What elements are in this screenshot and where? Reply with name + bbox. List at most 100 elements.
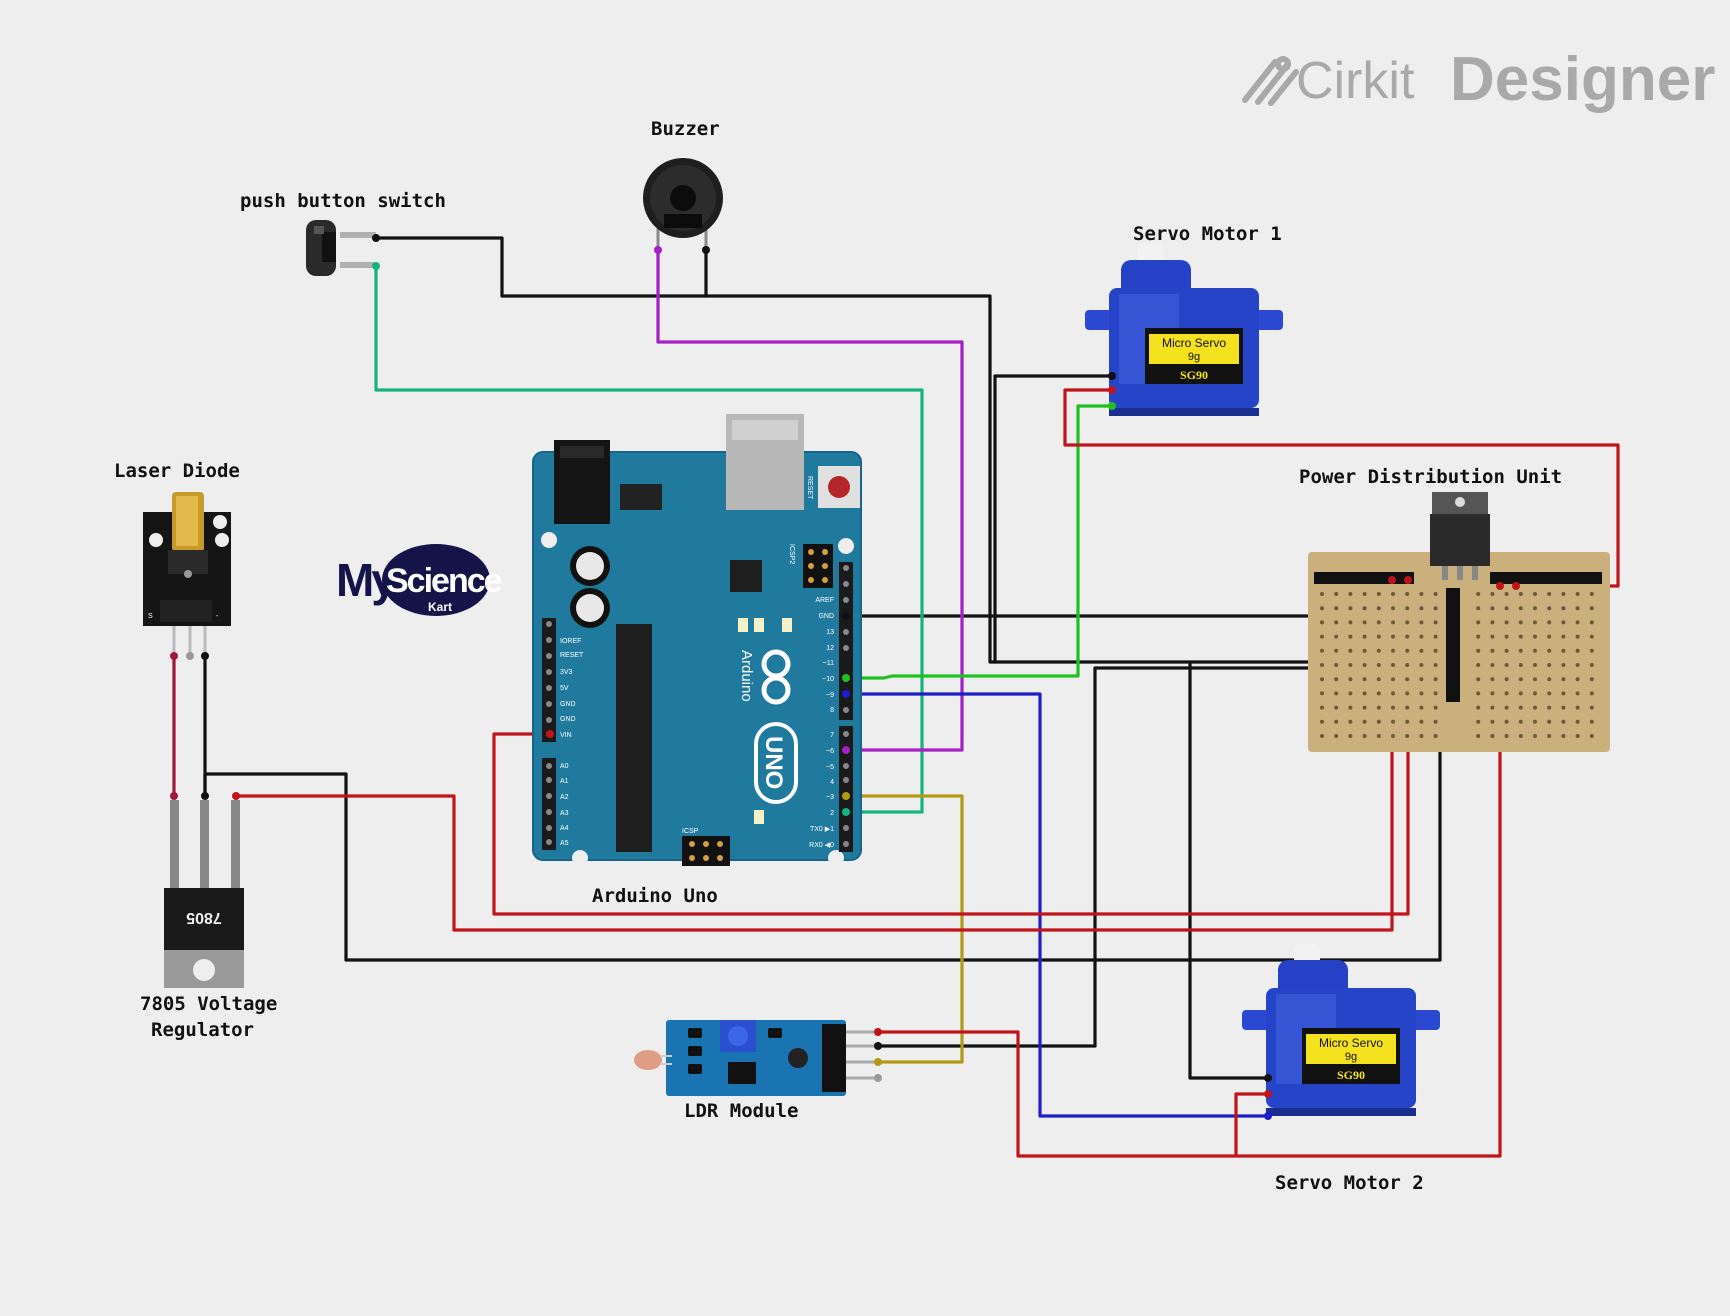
pin-ioref: IOREF <box>560 638 581 645</box>
pdu-hole <box>1348 705 1353 710</box>
pdu-hole <box>1376 634 1381 639</box>
pdu-hole <box>1589 606 1594 611</box>
pdu-hole <box>1405 734 1410 738</box>
servo2-weight: 9g <box>1345 1051 1357 1063</box>
pdu-hole <box>1362 592 1367 596</box>
pdu-hole <box>1561 648 1566 653</box>
pdu-hole <box>1391 663 1395 667</box>
pdu-hole <box>1405 606 1410 611</box>
pdu-hole <box>1533 634 1537 639</box>
pdu-hole <box>1405 677 1410 682</box>
pdu-hole <box>1476 734 1481 738</box>
pdu-hole <box>1334 705 1339 710</box>
pdu-hole <box>1320 719 1324 724</box>
pdu-hole <box>1433 734 1438 738</box>
pdu-hole <box>1547 620 1552 625</box>
wire-red-regulator <box>234 578 1394 932</box>
pdu-hole <box>1376 719 1381 724</box>
servo2-model: SG90 <box>1337 1068 1365 1082</box>
pdu-hole <box>1533 648 1537 653</box>
pdu-hole <box>1589 734 1594 738</box>
pdu-hole <box>1405 620 1410 625</box>
pdu-hole <box>1561 620 1566 625</box>
pdu-hole <box>1547 663 1552 667</box>
pdu-hole <box>1490 705 1495 710</box>
label-servo2: Servo Motor 2 <box>1275 1172 1424 1194</box>
servo1-weight: 9g <box>1188 351 1200 363</box>
pdu-hole <box>1575 705 1580 710</box>
pdu-hole <box>1561 634 1566 639</box>
pin-a4: A4 <box>560 825 569 832</box>
pdu-hole <box>1490 677 1495 682</box>
wire-red-servo2 <box>1234 1092 1270 1158</box>
pdu-hole <box>1419 592 1424 596</box>
pdu-hole <box>1518 691 1523 696</box>
pdu-hole <box>1419 648 1424 653</box>
pdu-hole <box>1589 663 1594 667</box>
pdu-hole <box>1419 734 1424 738</box>
pdu-hole <box>1376 677 1381 682</box>
pdu-hole <box>1561 719 1566 724</box>
servo1-pins <box>1108 372 1116 410</box>
servo-motor-2[interactable]: Micro Servo 9g SG90 <box>1242 944 1440 1116</box>
pdu-hole <box>1419 620 1424 625</box>
pdu-hole <box>1433 592 1438 596</box>
laser-diode[interactable]: S - <box>143 492 231 660</box>
analog-pin-labels: A0 A1 A2 A3 A4 A5 <box>560 763 569 847</box>
buzzer[interactable] <box>643 158 723 254</box>
pin-5v: 5V <box>560 685 569 692</box>
servo1-text: Micro Servo <box>1162 336 1226 350</box>
pdu-hole <box>1476 634 1481 639</box>
pin-vin: VIN <box>560 732 572 739</box>
voltage-regulator-7805[interactable]: 7805 <box>164 792 244 988</box>
pdu-hole <box>1504 606 1509 611</box>
pdu-hole <box>1334 734 1339 738</box>
ldr-module[interactable] <box>634 1020 882 1096</box>
pdu-hole <box>1575 719 1580 724</box>
pin-10: ~10 <box>822 676 834 683</box>
pdu-hole <box>1589 677 1594 682</box>
pdu-hole <box>1320 734 1324 738</box>
pin-11: ~11 <box>823 660 834 667</box>
pdu-hole <box>1518 705 1523 710</box>
label-regulator-line2: Regulator <box>151 1019 254 1041</box>
pin-aref: AREF <box>815 597 834 604</box>
servo-motor-1[interactable]: Micro Servo 9g SG90 <box>1085 244 1283 416</box>
pin-1: TX0 ▶1 <box>810 826 834 833</box>
pdu-hole <box>1476 677 1481 682</box>
pdu-hole <box>1405 719 1410 724</box>
pdu-hole <box>1391 705 1395 710</box>
wire-red-vin <box>492 578 1410 916</box>
pin-13: 13 <box>826 629 834 636</box>
pdu-hole <box>1547 719 1552 724</box>
pdu-hole <box>1419 634 1424 639</box>
cirkit-logo-icon <box>1242 56 1299 106</box>
power-distribution-unit[interactable] <box>1308 492 1610 752</box>
pdu-hole <box>1348 606 1353 611</box>
arduino-brand: Arduino <box>738 650 755 702</box>
pdu-hole <box>1405 705 1410 710</box>
pdu-hole <box>1518 606 1523 611</box>
pdu-hole <box>1362 677 1367 682</box>
arduino-uno[interactable]: RESET ICSP2 <box>532 414 862 866</box>
pdu-hole <box>1518 663 1523 667</box>
pin-12: 12 <box>826 645 834 652</box>
pdu-hole <box>1391 734 1395 738</box>
pdu-hole <box>1320 677 1324 682</box>
servo2-pins <box>1264 1074 1272 1120</box>
pin-reset: RESET <box>560 652 584 659</box>
pdu-hole <box>1433 606 1438 611</box>
pdu-hole <box>1575 663 1580 667</box>
pdu-hole <box>1490 648 1495 653</box>
pdu-hole <box>1348 592 1353 596</box>
pdu-hole <box>1348 677 1353 682</box>
pin-2: 2 <box>830 810 834 817</box>
arduino-infinity-logo <box>761 649 791 705</box>
pdu-hole <box>1575 648 1580 653</box>
push-button-switch[interactable] <box>306 220 380 276</box>
pdu-hole <box>1504 663 1509 667</box>
pdu-hole <box>1533 606 1537 611</box>
pin-3: ~3 <box>826 794 834 801</box>
digital-pin-labels-bottom: 7 ~6 ~5 4 ~3 2 TX0 ▶1 RX0 ◀0 <box>809 732 834 849</box>
pin-a0: A0 <box>560 763 569 770</box>
